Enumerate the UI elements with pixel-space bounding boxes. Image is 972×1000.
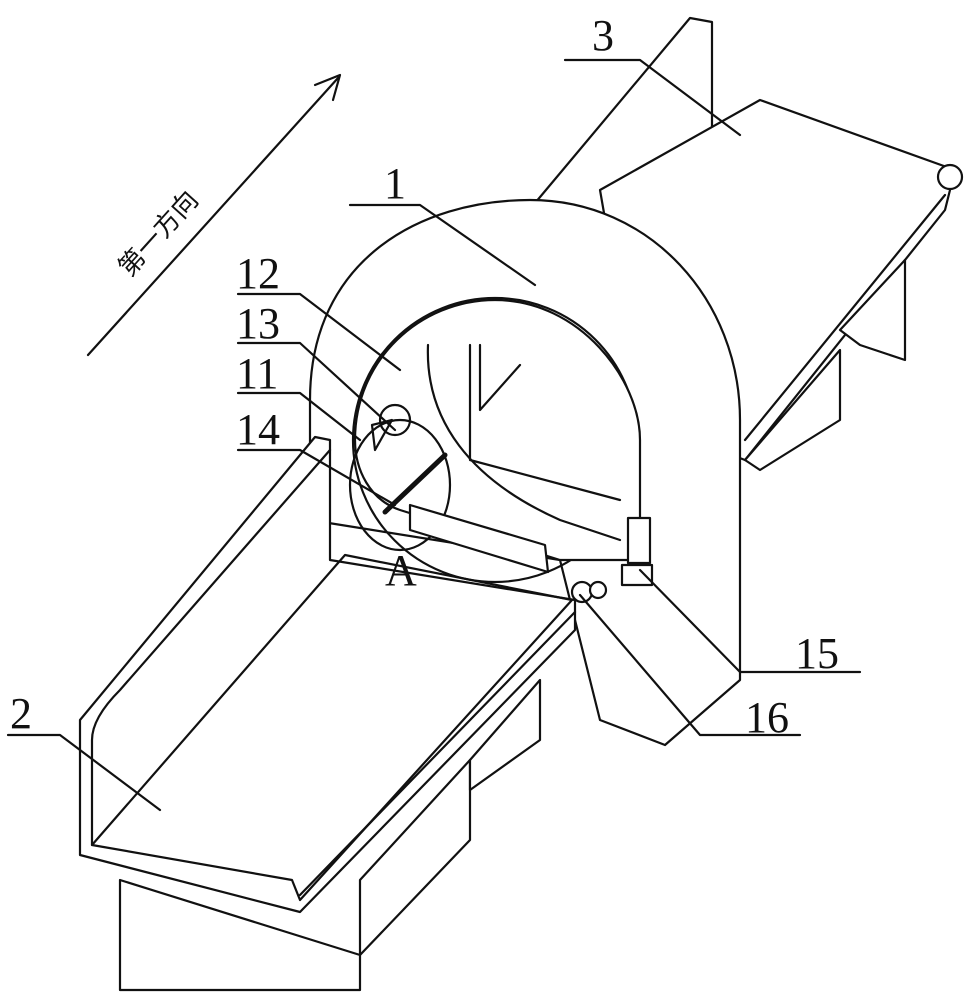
- label-16: 16: [745, 693, 789, 742]
- label-11: 11: [236, 349, 278, 398]
- label-14: 14: [236, 405, 280, 454]
- label-12: 12: [236, 249, 280, 298]
- direction-label: 第一方向: [113, 185, 205, 282]
- label-3: 3: [592, 11, 614, 60]
- label-15: 15: [795, 629, 839, 678]
- label-a: A: [385, 546, 417, 595]
- label-13: 13: [236, 299, 280, 348]
- panel-15: [628, 518, 650, 563]
- label-1: 1: [384, 159, 406, 208]
- label-2: 2: [10, 689, 32, 738]
- direction-arrow: [88, 75, 340, 355]
